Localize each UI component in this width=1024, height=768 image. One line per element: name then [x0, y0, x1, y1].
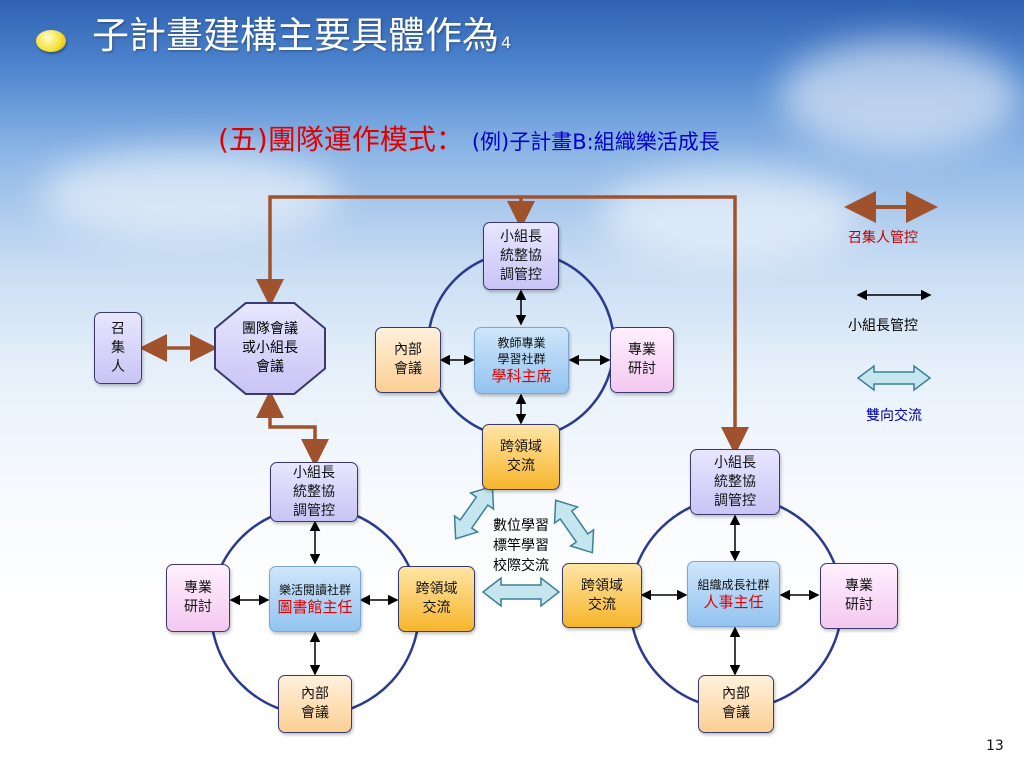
convener-arrow-down: [256, 390, 329, 467]
box-line: 專業: [845, 578, 873, 594]
exchange-line: 校際交流: [493, 558, 549, 574]
community-name: 組織成長社群: [697, 577, 770, 592]
slide-subtitle: (五)團隊運作模式： (例)子計畫B:組織樂活成長: [218, 118, 720, 158]
leader-line: 小組長: [500, 228, 542, 245]
top-leader-box: 小組長 統整協 調管控: [483, 222, 559, 290]
team-meeting-octagon: 團隊會議 或小組長 會議: [214, 302, 326, 395]
leader-line: 統整協: [293, 483, 335, 500]
box-line: 內部: [394, 342, 422, 358]
left-leader-box: 小組長 統整協 調管控: [270, 462, 358, 522]
box-line: 會議: [394, 361, 422, 377]
legend-exchange-label: 雙向交流: [866, 408, 922, 424]
cloud-decoration: [600, 170, 860, 260]
community-role: 圖書館主任: [277, 597, 353, 616]
convener-char: 召: [111, 320, 125, 337]
title-suffix: 4: [501, 33, 512, 52]
box-line: 交流: [588, 596, 616, 613]
leader-line: 統整協: [714, 473, 756, 490]
box-line: 會議: [722, 705, 750, 721]
leader-line: 調管控: [293, 502, 335, 519]
box-line: 內部: [301, 686, 329, 702]
exchange-arrow-left-diagonal: [453, 485, 495, 540]
leader-line: 小組長: [714, 454, 756, 471]
community-name: 學習社群: [497, 352, 546, 366]
left-cross-domain-box: 跨領域 交流: [398, 566, 475, 632]
leader-line: 小組長: [293, 464, 335, 481]
exchange-line: 標竿學習: [493, 538, 549, 554]
exchange-arrow-right-diagonal: [553, 499, 595, 554]
box-line: 內部: [722, 686, 750, 702]
meeting-line: 會議: [256, 359, 284, 375]
right-leader-box: 小組長 統整協 調管控: [690, 449, 780, 515]
box-line: 研討: [628, 361, 656, 377]
right-community-box: 組織成長社群 人事主任: [687, 561, 780, 627]
cloud-decoration: [780, 40, 1020, 150]
convener-arrow-right: [521, 195, 749, 455]
convener-char: 人: [111, 358, 125, 375]
bullet-icon: [36, 30, 66, 52]
top-cross-domain-box: 跨領域 交流: [482, 424, 560, 490]
legend-exchange-arrow: [856, 364, 932, 392]
top-internal-meeting-box: 內部 會議: [375, 327, 441, 393]
right-internal-meeting-box: 內部 會議: [698, 675, 774, 733]
subtitle-example: (例)子計畫B:組織樂活成長: [471, 130, 720, 154]
convener-box: 召 集 人: [94, 312, 142, 384]
meeting-line: 團隊會議: [242, 321, 298, 337]
top-research-box: 專業 研討: [610, 327, 674, 393]
exchange-label: 數位學習 標竿學習 校際交流: [482, 516, 560, 576]
box-line: 研討: [184, 599, 212, 615]
legend-convener-label: 召集人管控: [848, 230, 918, 246]
box-line: 交流: [507, 458, 535, 474]
box-line: 跨領域: [415, 581, 458, 597]
leader-line: 調管控: [500, 266, 542, 283]
box-line: 專業: [628, 342, 656, 358]
legend-leader-label: 小組長管控: [848, 318, 918, 334]
right-cross-domain-box: 跨領域 交流: [562, 563, 642, 628]
right-research-box: 專業 研討: [820, 563, 898, 629]
subtitle-main: (五)團隊運作模式：: [218, 123, 464, 156]
community-role: 人事主任: [703, 592, 764, 611]
box-line: 跨領域: [500, 439, 542, 455]
community-name: 樂活閱讀社群: [278, 582, 351, 597]
convener-arrow-top: [256, 195, 535, 307]
leader-line: 統整協: [500, 247, 542, 264]
community-name: 教師專業: [497, 336, 546, 350]
leader-line: 調管控: [714, 492, 756, 509]
convener-char: 集: [111, 339, 125, 356]
left-community-box: 樂活閱讀社群 圖書館主任: [269, 566, 361, 632]
box-line: 會議: [301, 705, 329, 721]
page-number: 13: [986, 738, 1004, 754]
exchange-arrow-horizontal: [481, 576, 561, 608]
meeting-line: 或小組長: [242, 340, 298, 356]
box-line: 跨領域: [581, 577, 623, 594]
box-line: 研討: [845, 597, 873, 613]
exchange-line: 數位學習: [493, 518, 549, 534]
box-line: 交流: [422, 600, 451, 616]
title-text: 子計畫建構主要具體作為: [92, 14, 499, 57]
left-research-box: 專業 研討: [166, 564, 230, 632]
box-line: 專業: [184, 580, 212, 596]
top-community-box: 教師專業 學習社群 學科主席: [474, 327, 569, 394]
community-role: 學科主席: [491, 367, 552, 385]
left-internal-meeting-box: 內部 會議: [278, 675, 352, 733]
